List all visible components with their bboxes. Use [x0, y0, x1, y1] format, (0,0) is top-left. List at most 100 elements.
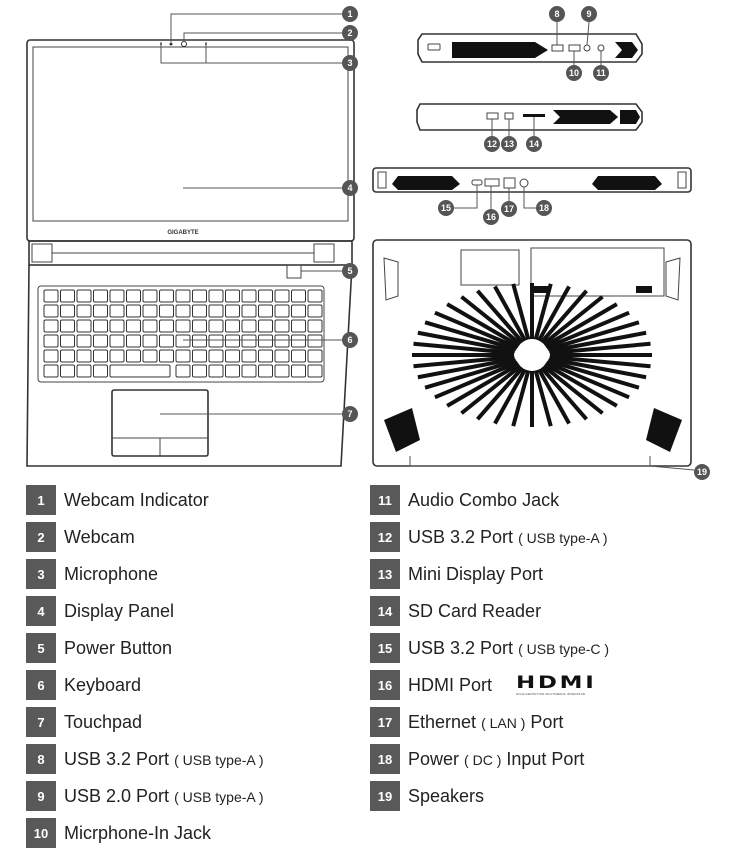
legend-label: Speakers [408, 785, 485, 806]
legend-label: Ethernet ( LAN ) Port [408, 711, 564, 732]
legend-item-3: 3 Microphone [26, 559, 158, 589]
legend-number: 15 [370, 633, 400, 663]
legend-number: 6 [26, 670, 56, 700]
legend-label: Micrphone-In Jack [64, 822, 212, 843]
legend-number: 16 [370, 670, 400, 700]
legend-label: Mini Display Port [408, 563, 544, 584]
legend-item-17: 17 Ethernet ( LAN ) Port [370, 707, 563, 737]
laptop-base [26, 264, 353, 467]
legend-label: USB 3.2 Port ( USB type-C ) [408, 637, 610, 658]
callout-12: 12 [484, 136, 500, 152]
svg-text:18: 18 [539, 203, 549, 213]
legend-item-11: 11 Audio Combo Jack [370, 485, 559, 515]
svg-text:3: 3 [347, 58, 352, 68]
legend-label: USB 3.2 Port ( USB type-A ) [64, 748, 264, 769]
svg-text:5: 5 [347, 266, 352, 276]
legend-number: 10 [26, 818, 56, 848]
callout-18: 18 [536, 200, 552, 216]
legend-paren: ( DC ) [464, 751, 502, 768]
webcam-lens [181, 41, 187, 47]
svg-text:13: 13 [504, 139, 514, 149]
legend-label: USB 3.2 Port ( USB type-A ) [408, 526, 608, 547]
leader-lines [160, 13, 695, 471]
callout-2: 2 [342, 25, 358, 41]
legend-item-15: 15 USB 3.2 Port ( USB type-C ) [370, 633, 609, 663]
callout-5: 5 [342, 263, 358, 279]
legend-label: SD Card Reader [408, 600, 542, 621]
svg-text:2: 2 [347, 28, 352, 38]
bottom-vents [412, 283, 652, 427]
legend-item-12: 12 USB 3.2 Port ( USB type-A ) [370, 522, 608, 552]
callout-3: 3 [342, 55, 358, 71]
legend-label: Audio Combo Jack [408, 489, 560, 510]
callout-7: 7 [342, 406, 358, 422]
legend-item-8: 8 USB 3.2 Port ( USB type-A ) [26, 744, 264, 774]
legend-item-2: 2 Webcam [26, 522, 135, 552]
legend-number: 11 [370, 485, 400, 515]
svg-text:10: 10 [569, 68, 579, 78]
legend-number: 13 [370, 559, 400, 589]
legend-item-19: 19 Speakers [370, 781, 484, 811]
legend-number: 12 [370, 522, 400, 552]
svg-text:4: 4 [347, 183, 352, 193]
legend-number: 9 [26, 781, 56, 811]
callout-19: 19 [694, 464, 710, 480]
callout-4: 4 [342, 180, 358, 196]
legend-item-4: 4 Display Panel [26, 596, 174, 626]
svg-text:11: 11 [596, 68, 606, 78]
legend-label: Display Panel [64, 600, 175, 621]
callout-11: 11 [593, 65, 609, 81]
legend-label: USB 2.0 Port ( USB type-A ) [64, 785, 264, 806]
brand-logo: GIGABYTE [167, 230, 198, 236]
callout-8: 8 [549, 6, 565, 22]
legend-number: 18 [370, 744, 400, 774]
legend-item-13: 13 Mini Display Port [370, 559, 543, 589]
callout-13: 13 [501, 136, 517, 152]
callout-14: 14 [526, 136, 542, 152]
legend-number: 8 [26, 744, 56, 774]
callout-9: 9 [581, 6, 597, 22]
svg-text:16: 16 [486, 212, 496, 222]
legend-number: 4 [26, 596, 56, 626]
callout-6: 6 [342, 332, 358, 348]
legend-paren: ( USB type-C ) [518, 640, 610, 657]
legend-label: Webcam [64, 526, 135, 547]
laptop-screen: GIGABYTE [26, 39, 355, 242]
legend-paren: ( LAN ) [481, 714, 526, 731]
svg-text:6: 6 [347, 335, 352, 345]
legend-number: 5 [26, 633, 56, 663]
legend-number: 2 [26, 522, 56, 552]
callout-1: 1 [342, 6, 358, 22]
legend-number: 3 [26, 559, 56, 589]
svg-text:17: 17 [504, 204, 514, 214]
svg-text:9: 9 [586, 9, 591, 19]
legend-suffix: Port [530, 711, 564, 732]
rear-view [372, 167, 692, 193]
legend-paren: ( USB type-A ) [174, 751, 264, 768]
callout-16: 16 [483, 209, 499, 225]
legend-paren: ( USB type-A ) [518, 529, 608, 546]
svg-text:8: 8 [554, 9, 559, 19]
legend-label: Webcam Indicator [64, 489, 209, 510]
svg-text:7: 7 [347, 409, 352, 419]
legend-item-10: 10 Micrphone-In Jack [26, 818, 211, 848]
power-button-shape [286, 264, 302, 279]
legend-suffix: Input Port [506, 748, 585, 769]
svg-text:12: 12 [487, 139, 497, 149]
legend-label: Microphone [64, 563, 159, 584]
laptop-hinge [28, 240, 353, 266]
keyboard-keys [43, 289, 323, 378]
bottom-view [372, 239, 692, 467]
legend-label: Power Button [64, 637, 173, 658]
legend-item-9: 9 USB 2.0 Port ( USB type-A ) [26, 781, 264, 811]
legend-number: 17 [370, 707, 400, 737]
svg-text:14: 14 [529, 139, 539, 149]
legend-number: 19 [370, 781, 400, 811]
